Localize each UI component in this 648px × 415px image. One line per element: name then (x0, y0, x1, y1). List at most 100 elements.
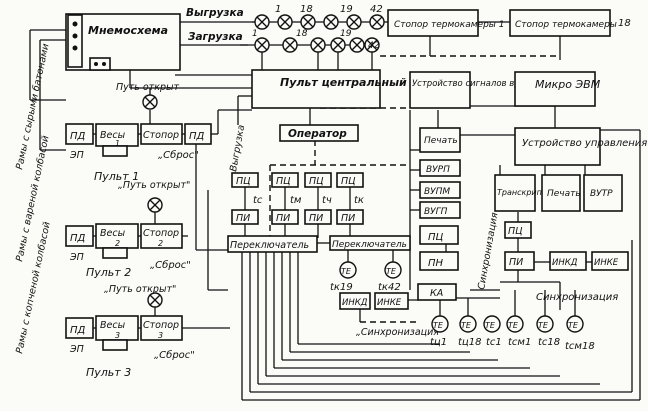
ka-block (417, 283, 457, 301)
transcriptor-label: Транскриптор (497, 188, 556, 197)
vugp-block (419, 201, 461, 219)
temperature-sensor (566, 315, 584, 333)
pc-block-right (419, 225, 459, 245)
reset-2: „Сброс" (150, 259, 191, 271)
pi-block (231, 209, 259, 225)
pi-block (271, 209, 299, 225)
lamp-icon (364, 37, 380, 53)
t-k19-label: tк19 (330, 282, 353, 293)
scales-block (95, 223, 139, 249)
tc-label: tс18 (538, 337, 560, 348)
lamp-label: 42 (368, 41, 380, 51)
lamp-icon (310, 37, 326, 53)
pc-block (231, 172, 259, 188)
stopper-label: Стопор (143, 228, 179, 239)
console-1-label: Пульт 1 (94, 170, 139, 183)
inke-label-right: ИНКЕ (594, 258, 619, 268)
scales-label: Весы (100, 130, 126, 141)
ka-label: КА (430, 288, 443, 299)
lamp-icon (323, 14, 339, 30)
te-label: ТЕ (433, 321, 444, 330)
lamp-label: 1 (275, 4, 281, 15)
pd-label: ПД (70, 131, 86, 142)
lamp-icon (300, 14, 316, 30)
operator-label: Оператор (288, 128, 347, 140)
inkd-block (339, 292, 371, 310)
chamber-stopper-1 (387, 9, 479, 37)
inke-block-right (591, 251, 629, 271)
pn-label: ПН (428, 258, 444, 269)
load-label: Загрузка (188, 31, 243, 43)
pi-label-right: ПИ (509, 257, 523, 268)
te-label: ТЕ (341, 267, 352, 276)
pc-block (271, 172, 299, 188)
te-label: ТЕ (508, 321, 519, 330)
print-block-left (419, 127, 461, 153)
lamp-icon (330, 37, 346, 53)
signal-lamps-top (254, 14, 385, 53)
stopper-block (140, 123, 183, 145)
operator-box (279, 124, 359, 142)
pc-label: ПЦ (236, 176, 251, 187)
chamber-stopper-18-label: Стопор термокамеры (515, 20, 617, 30)
connection-lines (29, 21, 641, 401)
pi-label: ПИ (341, 213, 355, 224)
lamp-icon (142, 94, 158, 110)
lamp-icon (147, 197, 163, 213)
pi-block (304, 209, 332, 225)
pc-label: ПЦ (276, 176, 291, 187)
tc-label: tсм1 (508, 337, 531, 348)
inke-label: ИНКЕ (377, 298, 402, 308)
lamp-label: 1 (252, 29, 258, 39)
lamp-icon (254, 14, 270, 30)
te-label: ТЕ (538, 321, 549, 330)
pc-label-right: ПЦ (428, 232, 444, 243)
inke-block (374, 292, 409, 310)
temperature-sensor (483, 315, 501, 333)
micro-computer-label: Микро ЭВМ (535, 78, 601, 91)
pi-label: ПИ (309, 213, 323, 224)
t-ch-label: tч (322, 195, 332, 206)
pd-block (184, 123, 212, 145)
sync-q-label: „Синхронизация" (356, 327, 443, 338)
tc-label: tц1 (430, 337, 447, 348)
lamp-icon (369, 14, 385, 30)
t-c-label: tс (253, 195, 263, 206)
mnemoscheme-panel: Мнемосхема (65, 13, 181, 71)
mnemoscheme-title: Мнемосхема (88, 24, 168, 37)
lamp-icon (277, 14, 293, 30)
ep-label: ЭП (69, 150, 84, 161)
temperature-sensor (431, 315, 449, 333)
scales-label: Весы (100, 228, 126, 239)
stopper-block (140, 315, 183, 341)
pd-label: ПД (70, 233, 86, 244)
print-label-right: Печать (547, 189, 581, 199)
sync-label: Синхронизация (536, 292, 618, 303)
vutr-block (583, 174, 623, 212)
pi-label: ПИ (236, 213, 250, 224)
switch-label-2: Переключатель (332, 240, 407, 250)
pi-block-right (504, 251, 535, 271)
temperature-sensor (506, 315, 524, 333)
lamp-label: 18 (300, 4, 313, 15)
pc-label: ПЦ (341, 176, 356, 187)
stopper-label: Стопор (143, 130, 179, 141)
chamber-stopper-1-label: Стопор термокамеры 1 (394, 20, 504, 30)
central-console (251, 69, 381, 109)
sync-vertical: Синхронизация (476, 211, 500, 290)
switch-block-1 (227, 235, 318, 253)
micro-computer (514, 71, 596, 107)
pc-block (336, 172, 364, 188)
lamp-icon (254, 37, 270, 53)
vugp-label: ВУГП (424, 207, 448, 217)
temperature-sensor (339, 261, 357, 279)
unload-label: Выгрузка (186, 7, 244, 19)
vupm-block (419, 181, 461, 199)
path-open-q-2: „Путь открыт" (104, 284, 176, 295)
pn-block (419, 251, 459, 271)
inkd-label: ИНКД (342, 298, 368, 308)
pi-block (336, 209, 364, 225)
tc-label: tц18 (458, 337, 481, 348)
t-m-label: tм (290, 195, 302, 206)
central-console-label: Пульт центральный (280, 76, 407, 89)
